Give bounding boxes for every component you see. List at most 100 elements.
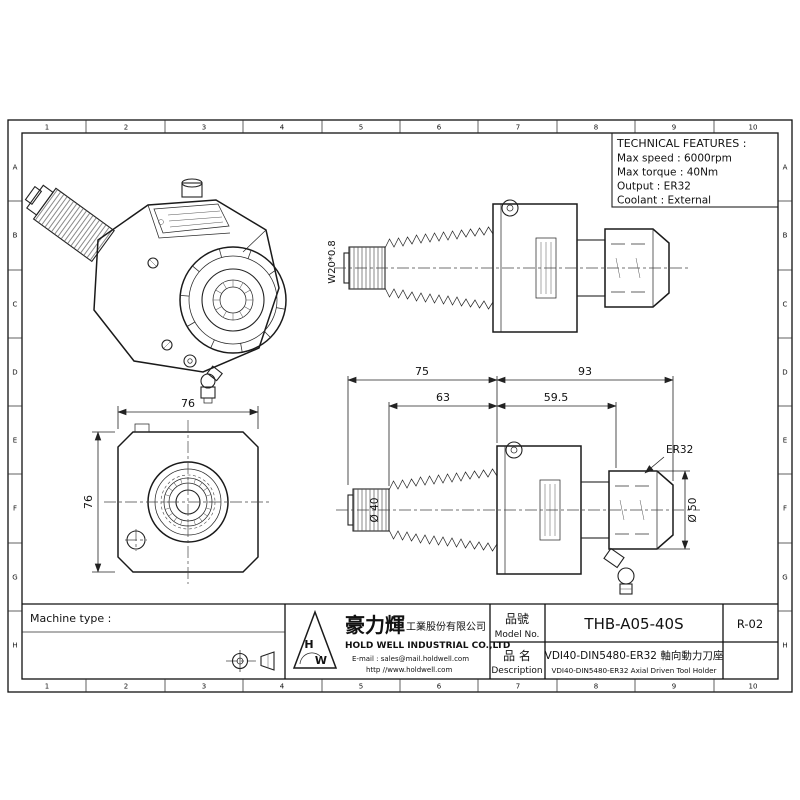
grid-number: 8 <box>594 124 598 132</box>
grid-number: 7 <box>516 124 520 132</box>
grid-letter: G <box>12 574 17 582</box>
collet-label: ER32 <box>666 444 693 456</box>
grid-number: 2 <box>124 683 128 691</box>
grid-number: 5 <box>359 683 363 691</box>
company-info: 豪力輝 工業股份有限公司 HOLD WELL INDUSTRIAL CO.,LT… <box>345 613 510 674</box>
description-en: VDI40-DIN5480-ER32 Axial Driven Tool Hol… <box>551 666 716 675</box>
grid-letter: F <box>783 505 787 513</box>
dim-nut-diameter: Ø 50 <box>657 470 699 550</box>
description-label-cn: 品 名 <box>503 648 531 663</box>
dim-label: 93 <box>578 365 592 378</box>
grid-number: 3 <box>202 124 206 132</box>
grid-letter: E <box>13 437 17 445</box>
model-label-en: Model No. <box>495 630 540 640</box>
model-number: THB-A05-40S <box>583 615 683 633</box>
dim-label: 76 <box>181 397 195 410</box>
description-cn: VDI40-DIN5480-ER32 軸向動力刀座 <box>545 649 724 662</box>
border-numbers-top: 1 2 3 4 5 6 7 8 9 10 <box>45 124 758 132</box>
feature-output: Output : ER32 <box>617 181 691 193</box>
grid-number: 6 <box>437 683 442 691</box>
dim-label: 75 <box>415 365 429 378</box>
grid-letter: D <box>12 369 17 377</box>
coolant-fitting-side <box>603 547 635 595</box>
logo-letter-w: W <box>315 654 327 667</box>
grid-letter: A <box>783 164 788 172</box>
grid-number: 8 <box>594 683 598 691</box>
feature-max-torque: Max torque : 40Nm <box>617 167 718 179</box>
grid-letter: H <box>782 642 787 650</box>
dim-label: 63 <box>436 391 450 404</box>
grid-letter: E <box>783 437 787 445</box>
grid-number: 9 <box>672 124 676 132</box>
front-body-outline <box>117 431 259 573</box>
grid-number: 10 <box>749 124 758 132</box>
company-name-cn-rest: 工業股份有限公司 <box>406 620 486 633</box>
top-plug <box>181 178 203 198</box>
dim-label: 76 <box>82 495 95 509</box>
dim-shaft-diameter: Ø 40 <box>369 498 381 523</box>
grid-number: 1 <box>45 683 49 691</box>
border-ticks <box>8 120 792 692</box>
sheet-frame: 1 2 3 4 5 6 7 8 9 10 1 2 3 4 5 6 7 8 9 1… <box>7 119 793 693</box>
company-name-cn: 豪力輝 <box>345 613 405 637</box>
tool-body <box>93 199 280 373</box>
pilot-hole <box>125 529 147 551</box>
border-letters-left: A B C D E F G H <box>12 164 17 650</box>
grid-number: 5 <box>359 124 363 132</box>
collet-nut-front <box>179 246 287 354</box>
projection-symbol <box>226 650 275 672</box>
feature-coolant: Coolant : External <box>617 195 711 207</box>
grid-letter: B <box>783 232 788 240</box>
model-label-cn: 品號 <box>505 612 529 626</box>
grid-letter: F <box>13 505 17 513</box>
side-view-dimensioned: 75 93 63 59.5 Ø 40 Ø 50 ER32 <box>336 365 700 595</box>
clamp-screws <box>147 257 197 368</box>
grid-letter: C <box>13 301 18 309</box>
front-view: 76 76 <box>82 397 272 584</box>
coolant-fitting-iso <box>200 365 223 404</box>
company-website: http //www.holdwell.com <box>366 666 452 674</box>
company-logo: H W <box>292 609 338 669</box>
grid-letter: B <box>13 232 18 240</box>
grid-number: 3 <box>202 683 206 691</box>
company-email: E-mail : sales@mail.holdwell.com <box>352 655 469 663</box>
collet-callout: ER32 <box>644 444 693 474</box>
technical-features-title: TECHNICAL FEATURES : <box>616 137 746 150</box>
input-shaft-knurled <box>24 184 115 263</box>
alignment-tab <box>134 423 150 433</box>
revision-code: R-02 <box>737 617 763 631</box>
border-numbers-bottom: 1 2 3 4 5 6 7 8 9 10 <box>45 683 758 691</box>
dim-length-63: 63 <box>388 391 498 486</box>
logo-letter-h: H <box>304 638 313 651</box>
company-name-en: HOLD WELL INDUSTRIAL CO.,LTD <box>345 641 510 651</box>
grid-letter: G <box>782 574 787 582</box>
isometric-view <box>24 178 287 404</box>
dim-label: 59.5 <box>544 391 569 404</box>
thread-spec-label: W20*0.8 <box>327 240 338 284</box>
grid-number: 10 <box>749 683 758 691</box>
grid-number: 2 <box>124 124 128 132</box>
name-plate <box>153 203 230 234</box>
dim-length-59-5: 59.5 <box>496 391 617 468</box>
dim-length-75: 75 <box>347 365 498 485</box>
description-label-en: Description <box>491 666 542 676</box>
technical-features-box: TECHNICAL FEATURES : Max speed : 6000rpm… <box>611 132 779 208</box>
grid-letter: H <box>12 642 17 650</box>
dim-label: Ø 50 <box>687 498 699 523</box>
feature-max-speed: Max speed : 6000rpm <box>617 153 732 165</box>
grid-number: 1 <box>45 124 49 132</box>
border-letters-right: A B C D E F G H <box>782 164 787 650</box>
grid-letter: C <box>783 301 788 309</box>
grid-number: 4 <box>280 683 285 691</box>
dim-front-height: 76 <box>82 431 115 573</box>
title-block: Machine type : H W 豪力輝 工業股份有限公司 HOLD WEL… <box>22 603 778 679</box>
side-view-top: W20*0.8 <box>327 199 688 333</box>
grid-letter: D <box>782 369 787 377</box>
grid-number: 7 <box>516 683 520 691</box>
grid-number: 6 <box>437 124 442 132</box>
grid-number: 9 <box>672 683 676 691</box>
machine-type-label: Machine type : <box>30 612 111 625</box>
dim-front-width: 76 <box>117 397 259 429</box>
